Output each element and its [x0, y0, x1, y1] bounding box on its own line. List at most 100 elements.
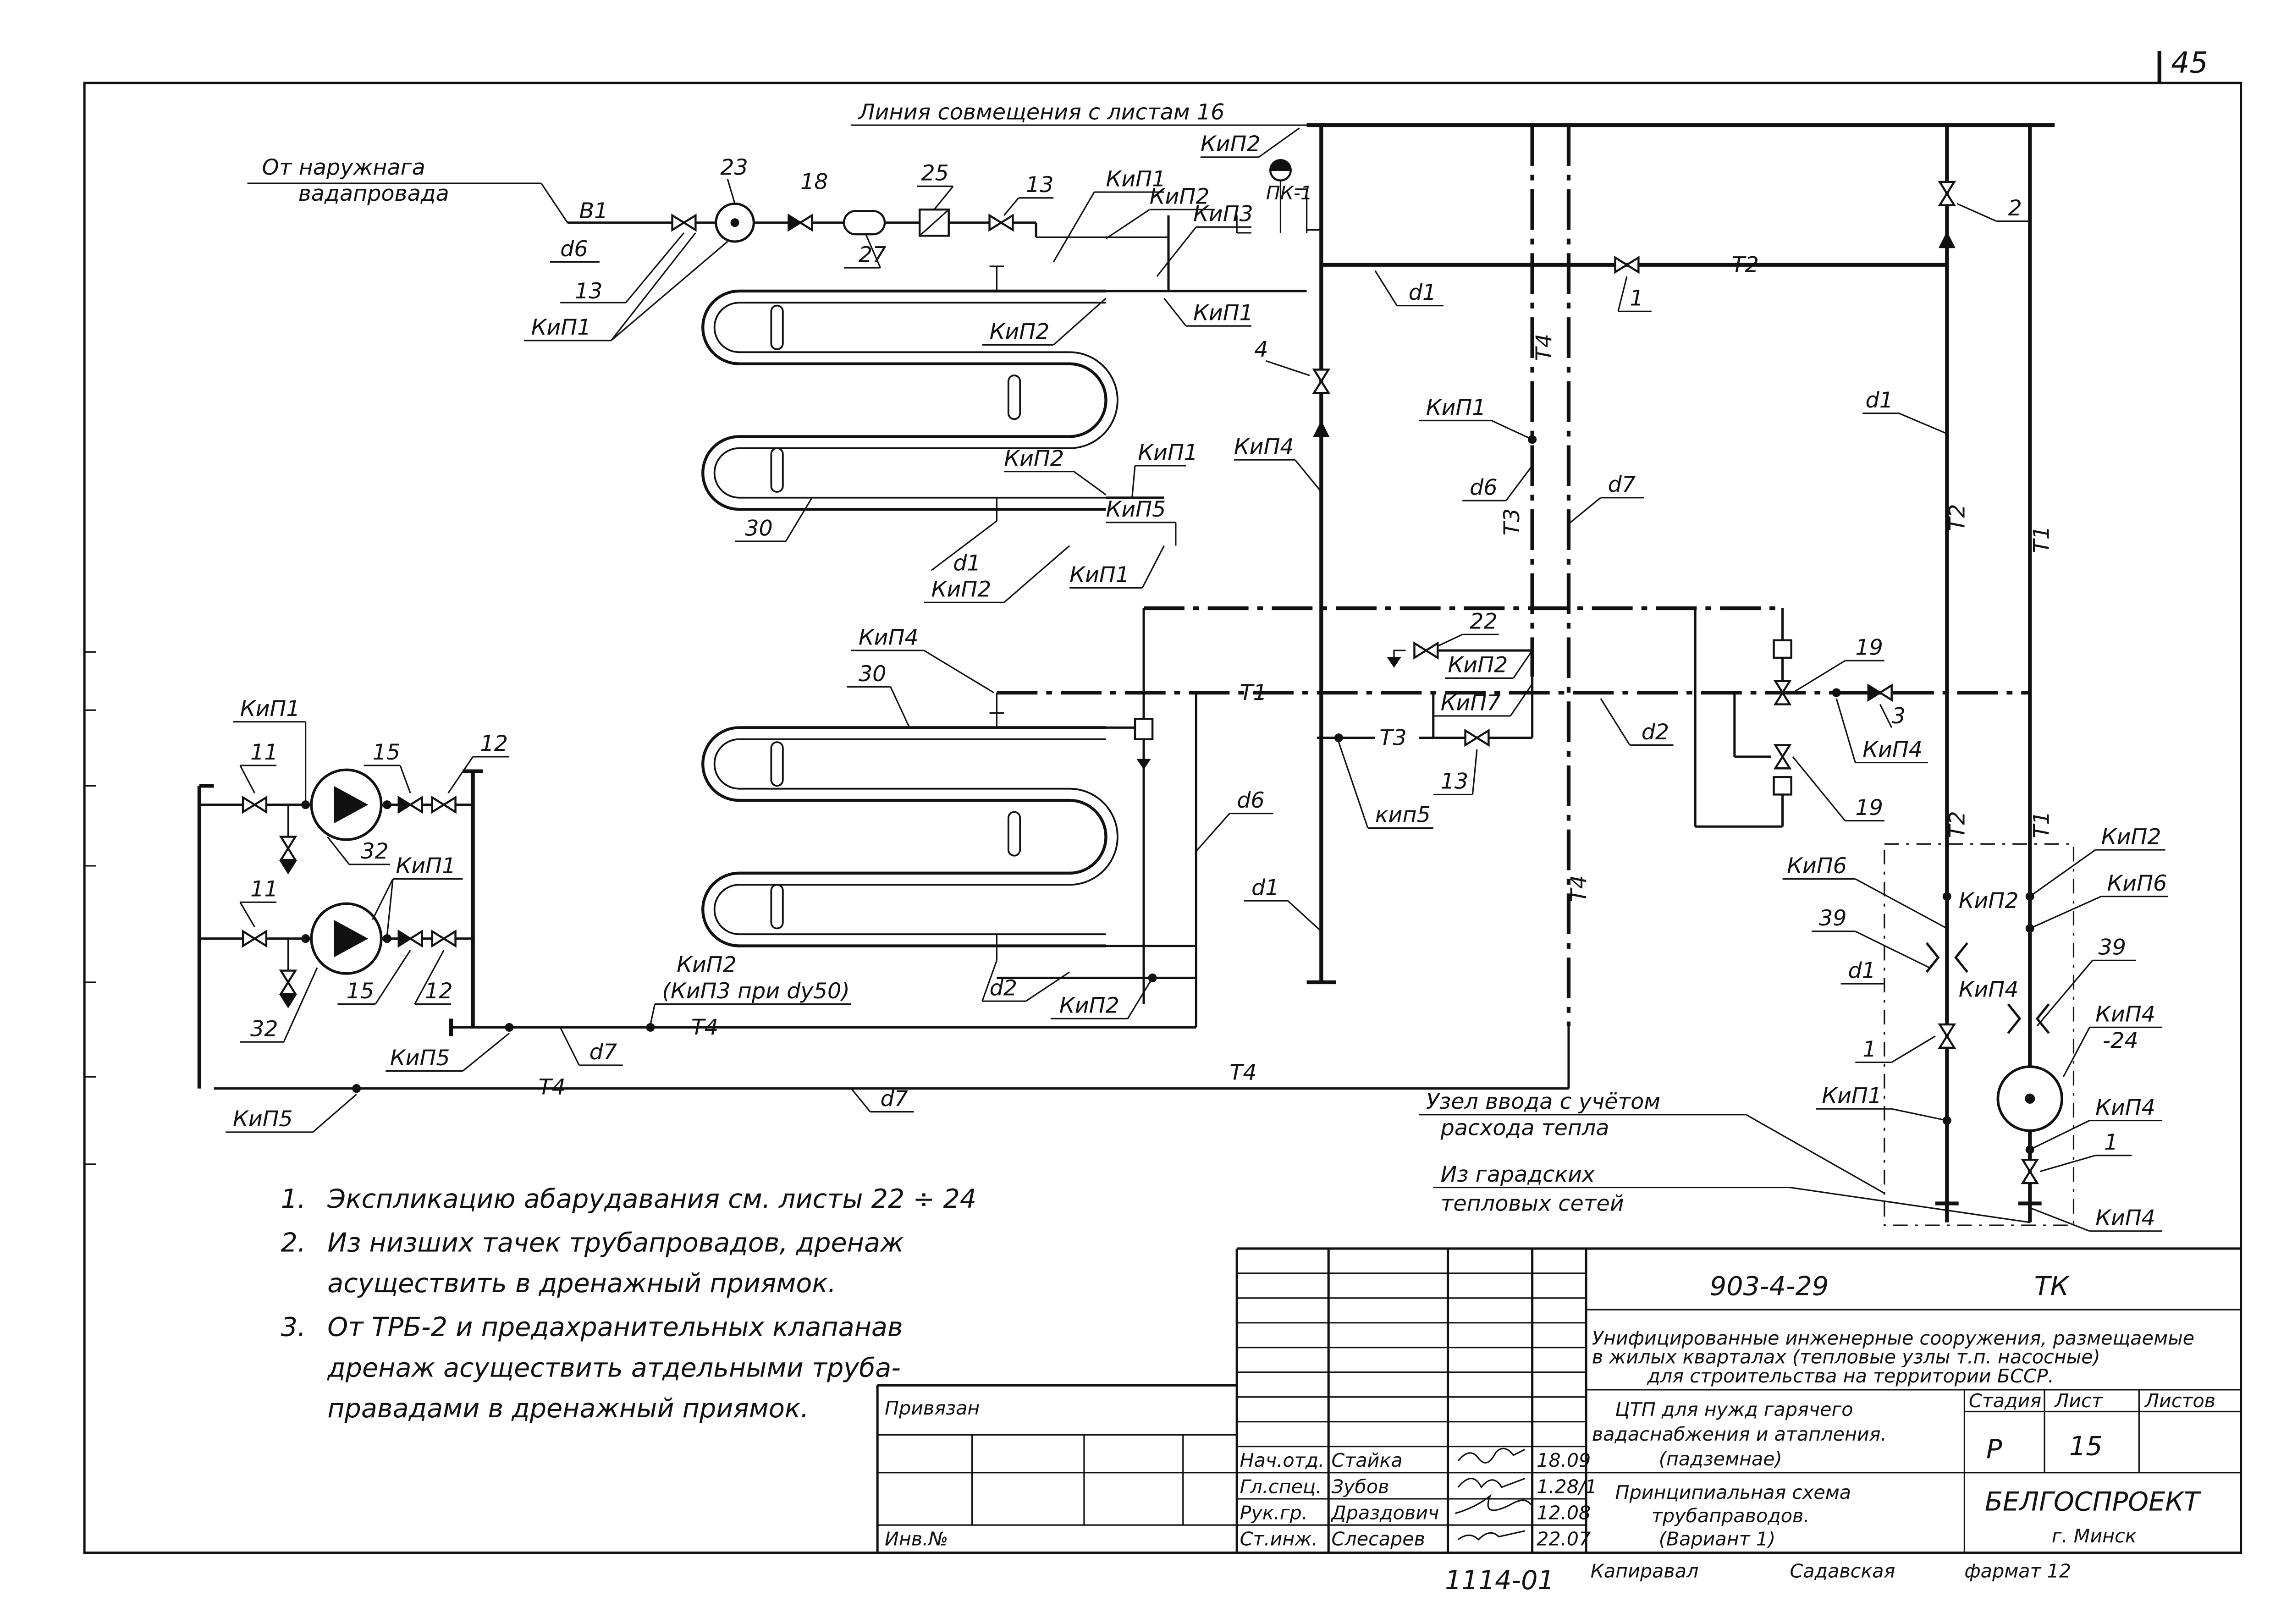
- note-2-line-2: асуществить в дренажный приямок.: [327, 1268, 836, 1299]
- pos-30-upper: 30: [745, 516, 773, 541]
- heat-input-node: T2 T1 КиП6 КиП2 39 d1 КиП4 1 КиП1 КиП2 К…: [1419, 811, 2168, 1232]
- d6-lower: d6: [1237, 788, 1265, 813]
- kip2-node-right: КиП2: [2101, 824, 2161, 849]
- kip-cluster-top: КиП1 КиП2 КиП3 КиП2 ПК-1: [1052, 127, 1312, 277]
- middle-loop-line: 19 19: [1142, 606, 1884, 1004]
- kip3-top: КиП3: [1193, 202, 1253, 227]
- heat-exchanger-lower: 30 КиП4 d6 d1 d2 КиП2: [701, 625, 1322, 1019]
- footer-number: 1114-01: [1445, 1565, 1554, 1596]
- pos-39-left: 39: [1819, 906, 1847, 931]
- page-number: 45: [2171, 46, 2208, 80]
- kip1-pump-top: КиП1: [240, 696, 300, 721]
- note-2-num: 2.: [281, 1228, 306, 1258]
- water-supply-line-1: От наружнага: [262, 155, 425, 180]
- sheet-number-value: 15: [2069, 1431, 2103, 1462]
- kip2-top: КиП2: [1150, 184, 1210, 209]
- valve-12-bottom: [432, 931, 456, 946]
- staff-date-4: 22.07: [1537, 1528, 1591, 1550]
- pos-32-top: 32: [361, 839, 389, 864]
- d1-right: d1: [1866, 388, 1894, 413]
- kip2-node-left: КиП2: [1959, 888, 2019, 914]
- col-sheets-label: Листов: [2144, 1390, 2215, 1412]
- strainer-icon: [1134, 718, 1154, 740]
- sheet-title-3: (Вариант 1): [1659, 1528, 1775, 1550]
- org-name: БЕЛГОСПРОЕКТ: [1985, 1486, 2202, 1517]
- title-block: Привязан Инв.№ Нач.отд. Стайка 18.09 Гл.…: [876, 1247, 2241, 1596]
- pos-19-bottom: 19: [1855, 795, 1883, 820]
- upper-return-labels: d1 КиП2 КиП1: [924, 520, 1165, 603]
- org-city: г. Минск: [2052, 1525, 2137, 1547]
- d7-horizontal-upper: d7: [590, 1040, 617, 1065]
- vertical-t3-t4: T4 T3 T4 КиП1 d6 d7: [1419, 125, 1645, 1026]
- check-valve-15-top: [399, 798, 422, 812]
- d1-t2: d1: [1409, 280, 1437, 305]
- kip1-t3: КиП1: [1426, 395, 1486, 420]
- check-valve-18: [789, 215, 812, 230]
- kip2-coil-upper: КиП2: [990, 319, 1050, 345]
- note-3-num: 3.: [281, 1312, 306, 1342]
- valve-12-top: [432, 798, 456, 812]
- kip1-node: КиП1: [1822, 1083, 1882, 1108]
- t1-vertical-label: T1: [2029, 526, 2055, 553]
- pos-11-bottom: 11: [250, 877, 278, 902]
- main-vertical-908: 4 КиП4: [1234, 125, 1336, 985]
- pos-12-bottom: 12: [425, 979, 453, 1004]
- pos-1-node-left: 1: [1862, 1037, 1876, 1062]
- signature-4: [1457, 1530, 1526, 1541]
- note-3-line-2: дренаж асуществить атдельными труба-: [327, 1353, 901, 1383]
- staff-name-1: Стайка: [1332, 1449, 1403, 1471]
- object-title-3: (падземнае): [1659, 1448, 1782, 1470]
- kip2-coil-mid: КиП2: [1004, 446, 1064, 471]
- valve-13-b1: [672, 215, 696, 230]
- staff-role-1: Нач.отд.: [1240, 1449, 1325, 1471]
- kip4-coil-lower: КиП4: [859, 625, 919, 650]
- check-valve-15-bottom: [399, 931, 422, 946]
- t1-node-label: T1: [2029, 811, 2055, 838]
- drain-valve-top: [281, 837, 296, 860]
- kip2-pk1: КиП2: [1201, 132, 1261, 157]
- kip5-coil-mid: КиП5: [1106, 497, 1166, 522]
- t2-label-top: T2: [1732, 253, 1759, 278]
- pos-4: 4: [1254, 337, 1268, 362]
- pos-18: 18: [800, 170, 828, 195]
- d6-t3: d6: [1470, 475, 1498, 500]
- kip1-pump-mid: КиП1: [396, 853, 456, 879]
- note-1-line-1: Экспликацию абарудавания см. листы 22 ÷ …: [327, 1184, 976, 1214]
- d1-lower: d1: [1251, 875, 1279, 900]
- t2-and-right-verticals: d1 1 T2 2 d1 T2 T1: [1321, 125, 2055, 1222]
- kip5-lower: кип5: [1375, 803, 1431, 828]
- t4-horizontal-lower: T4: [539, 1074, 566, 1100]
- valve-13-t3: [1466, 731, 1489, 745]
- pos-2: 2: [2008, 196, 2022, 221]
- left-binding-ticks: [84, 651, 96, 1165]
- d7-t4: d7: [1608, 472, 1636, 497]
- privyazan-label: Привязан: [885, 1397, 980, 1419]
- device-19-top-icon: [1773, 639, 1792, 659]
- pos-32-bottom: 32: [250, 1016, 278, 1041]
- project-title-3: для строительства на территории БССР.: [1647, 1365, 2054, 1387]
- pos-12-top: 12: [480, 731, 508, 756]
- header-combination-line: Линия совмещения с листам 16: [851, 99, 2055, 127]
- pos-13-b1: 13: [575, 279, 603, 304]
- note-2-line-1: Из низших тачек трубапровадов, дренаж: [327, 1228, 904, 1258]
- kip2-note-t4: (КиП3 при dy50): [662, 979, 849, 1004]
- t1-horizontal: T1 d2 3 КиП4: [997, 680, 2030, 764]
- kip6-left: КиП6: [1787, 853, 1847, 879]
- valve-13-b1-out: [990, 215, 1013, 230]
- header-line-label: Линия совмещения с листам 16: [858, 99, 1224, 125]
- pos-23: 23: [720, 155, 748, 180]
- d1-upper-left: d1: [953, 551, 981, 576]
- valve-11-bottom: [243, 931, 266, 946]
- check-valve-3: [1868, 685, 1892, 700]
- kip2-upper-left: КиП2: [931, 577, 992, 602]
- kip5-t4-lower: КиП5: [233, 1107, 293, 1132]
- sheet-title-1: Принципиальная схема: [1615, 1481, 1851, 1503]
- cold-water-supply: От наружнага вадапровада B1 d6 23 18 25 …: [247, 155, 1251, 341]
- kip4-node-left: КиП4: [1959, 977, 2019, 1002]
- pos-25: 25: [921, 161, 949, 186]
- object-title-1: ЦТП для нужд гарячего: [1615, 1398, 1853, 1420]
- valve-1-t2: [1615, 258, 1639, 272]
- meter-node-line-2: расхода тепла: [1440, 1115, 1609, 1140]
- signature-3: [1455, 1493, 1532, 1514]
